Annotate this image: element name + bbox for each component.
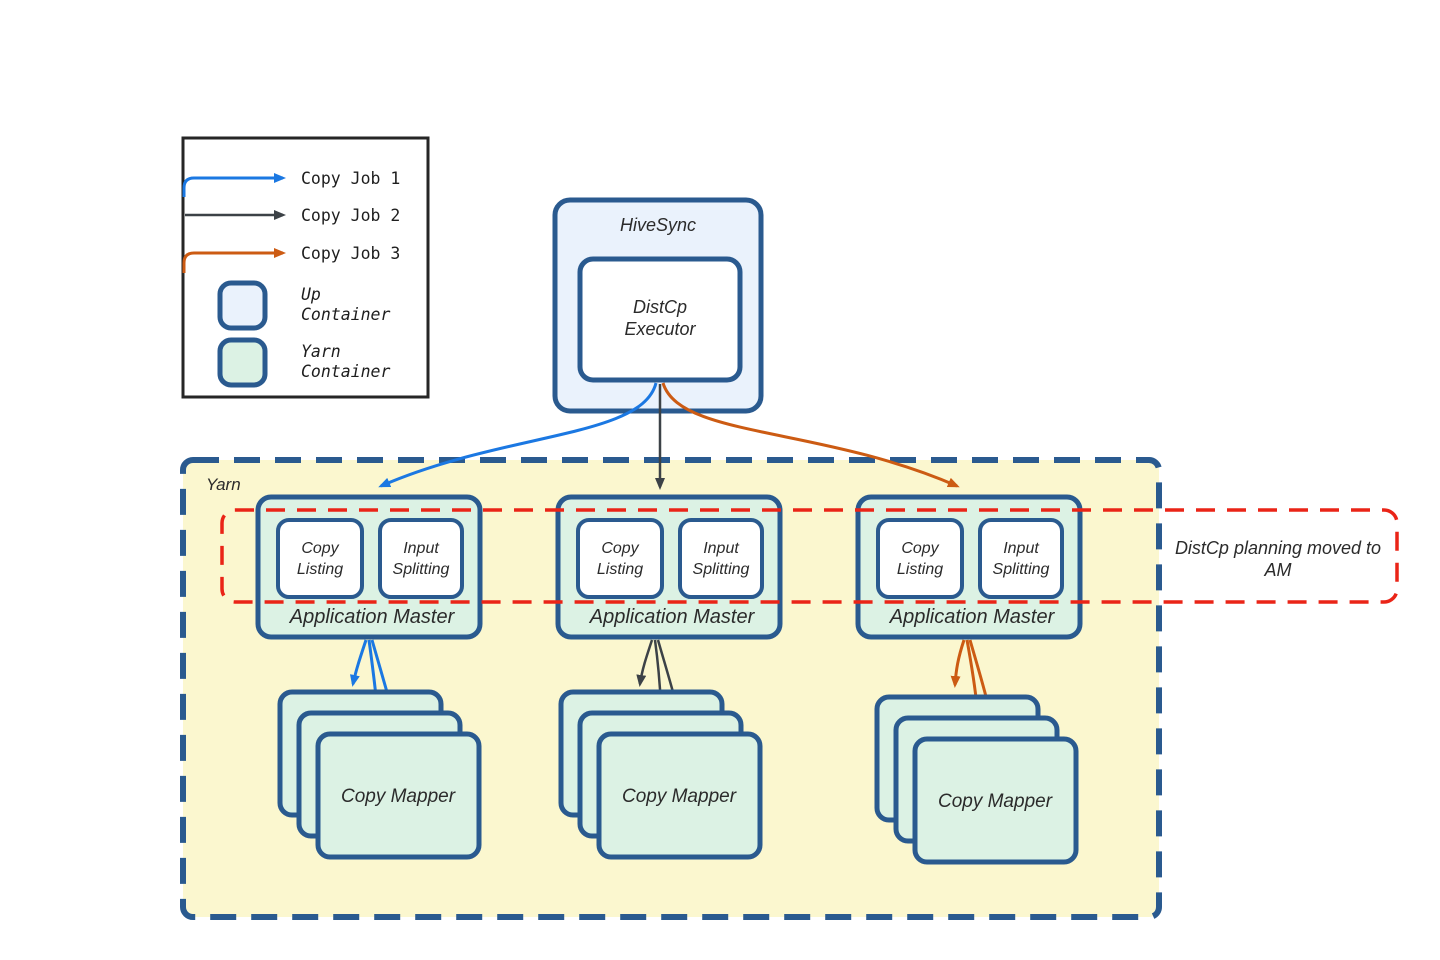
copy-job-1-mapper-arrow-1 bbox=[349, 639, 368, 687]
yarn-container-label-line1: Yarn bbox=[301, 342, 341, 361]
yarn-label: Yarn bbox=[206, 475, 241, 494]
annotation-region: DistCp planning moved to AM bbox=[220, 508, 1399, 604]
up-container-swatch bbox=[217, 280, 268, 331]
copy-listing-2-line2: Listing bbox=[597, 561, 643, 578]
up-container-label-line2: Container bbox=[301, 305, 390, 324]
hivesync-title: HiveSync bbox=[620, 215, 696, 235]
distcp-executor-label-line2: Executor bbox=[624, 319, 696, 339]
copy-mapper-1-front bbox=[315, 731, 482, 860]
distcp-executor-box bbox=[577, 256, 743, 383]
input-splitting-1-line2: Splitting bbox=[393, 561, 450, 578]
application-master-2-label: Application Master bbox=[589, 606, 756, 628]
copy-listing-1-line1: Copy bbox=[301, 540, 339, 557]
yarn-container-swatch bbox=[217, 337, 268, 388]
copy-job-3-label: Copy Job 3 bbox=[301, 244, 400, 263]
copy-listing-box-1 bbox=[276, 518, 364, 599]
copy-mapper-3-label: Copy Mapper bbox=[938, 791, 1053, 812]
copy-job-3-mapper-arrow-1 bbox=[950, 639, 966, 688]
copy-listing-box-3 bbox=[876, 518, 964, 599]
copy-job-2-label: Copy Job 2 bbox=[301, 206, 400, 225]
input-splitting-box-3 bbox=[978, 518, 1064, 599]
input-splitting-2-line1: Input bbox=[703, 540, 739, 557]
application-master-1: Copy Listing Input Splitting Application… bbox=[255, 494, 483, 640]
copy-mapper-1-label: Copy Mapper bbox=[341, 786, 456, 807]
input-splitting-3-line2: Splitting bbox=[993, 561, 1050, 578]
copy-mapper-2-front bbox=[596, 731, 763, 860]
annotation-dashed-box bbox=[220, 508, 1399, 604]
copy-listing-3-line2: Listing bbox=[897, 561, 943, 578]
application-master-2: Copy Listing Input Splitting Application… bbox=[555, 494, 783, 640]
copy-mapper-stack-1: Copy Mapper bbox=[277, 689, 482, 860]
copy-listing-box-2 bbox=[576, 518, 664, 599]
annotation-line2: AM bbox=[1264, 560, 1292, 580]
copy-job-1-label: Copy Job 1 bbox=[301, 169, 400, 188]
input-splitting-box-2 bbox=[678, 518, 764, 599]
copy-job-1-arrow bbox=[378, 382, 658, 488]
copy-job-2-mapper-arrow-1 bbox=[636, 639, 654, 687]
application-master-3-label: Application Master bbox=[889, 606, 1056, 628]
copy-job-1-legend-arrow bbox=[182, 173, 286, 197]
copy-listing-1-line2: Listing bbox=[297, 561, 343, 578]
hivesync-container: HiveSync DistCp Executor bbox=[552, 197, 764, 414]
yarn-container-label-line2: Container bbox=[301, 362, 390, 381]
copy-listing-3-line1: Copy bbox=[901, 540, 939, 557]
input-splitting-box-1 bbox=[378, 518, 464, 599]
input-splitting-1-line1: Input bbox=[403, 540, 439, 557]
input-splitting-3-line1: Input bbox=[1003, 540, 1039, 557]
copy-job-3-arrow bbox=[661, 382, 960, 488]
copy-listing-2-line1: Copy bbox=[601, 540, 639, 557]
copy-mapper-stack-2: Copy Mapper bbox=[558, 689, 763, 860]
application-master-3: Copy Listing Input Splitting Application… bbox=[855, 494, 1083, 640]
input-splitting-2-line2: Splitting bbox=[693, 561, 750, 578]
application-master-1-label: Application Master bbox=[289, 606, 456, 628]
copy-mapper-2-label: Copy Mapper bbox=[622, 786, 737, 807]
copy-mapper-stack-3: Copy Mapper bbox=[874, 694, 1079, 865]
annotation-line1: DistCp planning moved to bbox=[1175, 538, 1381, 558]
legend: Copy Job 1 Copy Job 2 Copy Job 3 Up Cont… bbox=[181, 136, 430, 399]
up-container-label-line1: Up bbox=[301, 285, 321, 304]
copy-job-3-legend-arrow bbox=[182, 248, 286, 273]
distcp-executor-label-line1: DistCp bbox=[633, 297, 687, 317]
copy-mapper-3-front bbox=[912, 736, 1079, 865]
